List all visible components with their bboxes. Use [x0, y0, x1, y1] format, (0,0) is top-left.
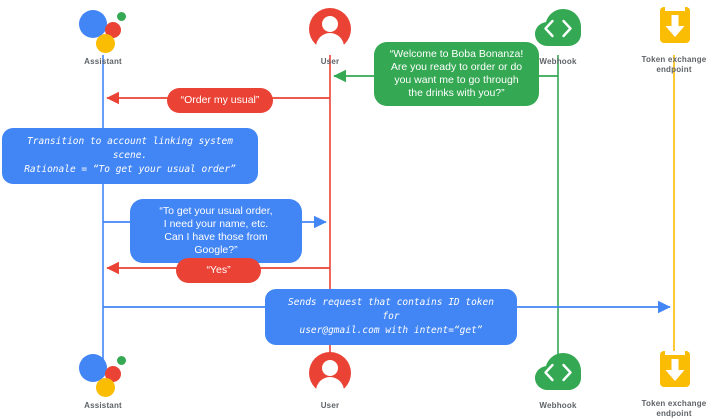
actor-label-webhook-bottom: Webhook — [539, 401, 577, 410]
user-avatar-icon — [306, 350, 354, 398]
actor-label-user-bottom: User — [320, 401, 340, 410]
google-assistant-icon — [79, 6, 127, 54]
cloud-code-icon — [534, 6, 582, 54]
actor-label-assistant-bottom: Assistant — [84, 401, 122, 410]
message-bubble-welcome: “Welcome to Boba Bonanza! Are you ready … — [374, 42, 539, 106]
message-bubble-order-my-usual: “Order my usual” — [167, 88, 273, 113]
actor-label-token-endpoint-top: Token exchange endpoint — [641, 55, 707, 74]
message-bubble-yes: “Yes” — [176, 258, 261, 283]
google-assistant-icon — [79, 350, 127, 398]
actor-assistant-bottom[interactable]: Assistant — [43, 350, 163, 411]
actor-assistant-top[interactable]: Assistant — [43, 6, 163, 67]
user-avatar-icon — [306, 6, 354, 54]
actor-webhook-bottom[interactable]: Webhook — [498, 350, 618, 411]
actor-label-webhook-top: Webhook — [539, 57, 577, 66]
message-note-transition: Transition to account linking system sce… — [2, 128, 258, 184]
actor-label-assistant-top: Assistant — [84, 57, 122, 66]
actor-token-endpoint-top[interactable]: Token exchange endpoint — [614, 4, 725, 75]
actor-user-bottom[interactable]: User — [270, 350, 390, 411]
actor-label-token-endpoint-bottom: Token exchange endpoint — [641, 399, 707, 418]
cloud-code-icon — [534, 350, 582, 398]
message-note-sends-id-token: Sends request that contains ID token for… — [265, 289, 517, 345]
actor-token-endpoint-bottom[interactable]: Token exchange endpoint — [614, 348, 725, 419]
actor-user-top[interactable]: User — [270, 6, 390, 67]
actor-webhook-top[interactable]: Webhook — [498, 6, 618, 67]
download-box-icon — [650, 348, 698, 396]
actor-label-user-top: User — [320, 57, 340, 66]
message-bubble-need-name-request: “To get your usual order, I need your na… — [130, 199, 302, 263]
download-box-icon — [650, 4, 698, 52]
